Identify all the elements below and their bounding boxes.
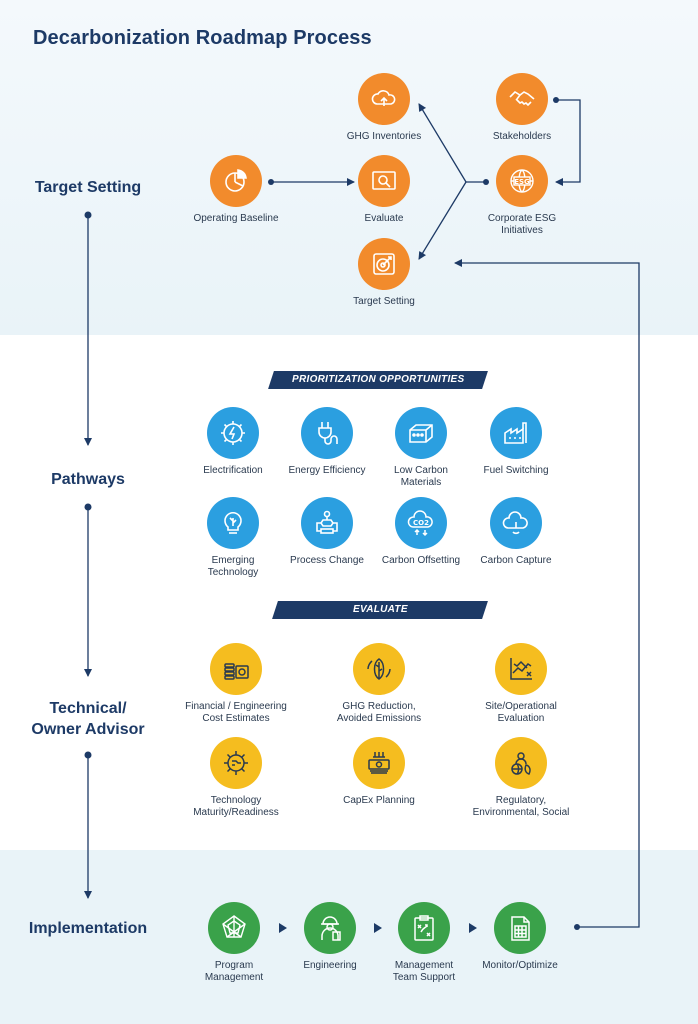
money-stack-icon [353, 737, 405, 789]
evaluate-label: Financial / Engineering Cost Estimates [185, 701, 287, 724]
svg-text:ESG: ESG [514, 178, 530, 186]
implementation-label: Program Management [204, 960, 264, 983]
implementation-label: Management Team Support [392, 960, 456, 983]
implementation-label: Engineering [303, 960, 357, 971]
flow-arrow [555, 99, 581, 186]
pathway-label: Low Carbon Materials [394, 465, 448, 488]
engineer-icon [304, 902, 356, 954]
gear-bolt-icon [207, 407, 259, 459]
evaluate-ghg-reduction: GHG Reduction, Avoided Emissions [319, 643, 439, 725]
banner-label: PRIORITIZATION OPPORTUNITIES [291, 374, 465, 385]
node-label: Corporate ESG Initiatives [487, 213, 557, 236]
evaluate-regulatory: Regulatory, Environmental, Social [461, 737, 581, 819]
node-operating-baseline: Operating Baseline [176, 155, 296, 225]
implementation-monitor-optimize: Monitor/Optimize [460, 902, 580, 972]
feedback-arrow [454, 259, 640, 928]
evaluate-cost-estimates: Financial / Engineering Cost Estimates [176, 643, 296, 725]
pathway-label: Fuel Switching [483, 465, 549, 476]
lightbulb-leaf-icon [207, 497, 259, 549]
factory-icon [490, 407, 542, 459]
node-label: Operating Baseline [193, 213, 279, 224]
flow-arrow [418, 103, 467, 183]
clipboard-strategy-icon [398, 902, 450, 954]
pathway-label: Carbon Capture [480, 555, 552, 566]
evaluate-banner: EVALUATE [272, 601, 488, 619]
node-label: Stakeholders [492, 131, 552, 142]
chevron-right-icon [469, 923, 477, 933]
stage-target-setting: Target Setting [34, 179, 142, 196]
node-corporate-esg: ESG Corporate ESG Initiatives [462, 155, 582, 237]
chevron-right-icon [374, 923, 382, 933]
pathway-label: Emerging Technology [207, 555, 259, 578]
svg-text:CO2: CO2 [413, 519, 429, 527]
evaluate-label: GHG Reduction, Avoided Emissions [336, 701, 422, 724]
flowchart-icon [301, 497, 353, 549]
node-label: Evaluate [364, 213, 404, 224]
evaluate-technology-maturity: Technology Maturity/Readiness [176, 737, 296, 819]
node-label: GHG Inventories [346, 131, 422, 142]
pathway-label: Carbon Offsetting [381, 555, 461, 566]
radar-icon [208, 902, 260, 954]
pathway-low-carbon-materials: Low Carbon Materials [361, 407, 481, 489]
pathway-label: Electrification [203, 465, 263, 476]
node-ghg-inventories: GHG Inventories [324, 73, 444, 143]
people-globe-icon [495, 737, 547, 789]
leaf-cycle-icon [353, 643, 405, 695]
prioritization-banner: PRIORITIZATION OPPORTUNITIES [268, 371, 488, 389]
target-icon [358, 238, 410, 290]
banner-label: EVALUATE [352, 604, 408, 615]
handshake-icon [496, 73, 548, 125]
trend-chart-icon [495, 643, 547, 695]
pathway-electrification: Electrification [173, 407, 293, 477]
node-label: Target Setting [353, 296, 415, 307]
implementation-management-team-support: Management Team Support [364, 902, 484, 984]
pathway-label: Energy Efficiency [288, 465, 366, 476]
pathway-energy-efficiency: Energy Efficiency [267, 407, 387, 477]
evaluate-label: Regulatory, Environmental, Social [472, 795, 570, 818]
pathway-fuel-switching: Fuel Switching [456, 407, 576, 477]
plug-icon [301, 407, 353, 459]
stage-pathways: Pathways [51, 471, 125, 488]
magnify-document-icon [358, 155, 410, 207]
pathway-label: Process Change [290, 555, 364, 566]
co2-icon: CO2 [395, 497, 447, 549]
flow-arrow [418, 181, 467, 260]
evaluate-label: Technology Maturity/Readiness [193, 795, 279, 818]
evaluate-capex-planning: CapEx Planning [319, 737, 439, 807]
pathway-emerging-technology: Emerging Technology [173, 497, 293, 579]
node-evaluate: Evaluate [324, 155, 444, 225]
implementation-program-management: Program Management [174, 902, 294, 984]
cloud-upload-icon [358, 73, 410, 125]
page-title: Decarbonization Roadmap Process [33, 27, 372, 49]
evaluate-label: Site/Operational Evaluation [485, 701, 557, 724]
implementation-engineering: Engineering [270, 902, 390, 972]
pathway-process-change: Process Change [267, 497, 387, 567]
stage-technical-owner-advisor: Technical/ Owner Advisor [31, 700, 145, 738]
stage-implementation: Implementation [28, 920, 148, 937]
node-target-setting: Target Setting [324, 238, 444, 308]
evaluate-site-operational: Site/Operational Evaluation [461, 643, 581, 725]
evaluate-label: CapEx Planning [343, 795, 415, 806]
implementation-label: Monitor/Optimize [482, 960, 558, 971]
chevron-right-icon [279, 923, 287, 933]
gear-circuit-icon [210, 737, 262, 789]
target-setting-band [0, 0, 698, 335]
pie-chart-icon [210, 155, 262, 207]
node-stakeholders: Stakeholders [462, 73, 582, 143]
cloud-capture-icon [490, 497, 542, 549]
coins-icon [210, 643, 262, 695]
pathway-carbon-capture: Carbon Capture [456, 497, 576, 567]
esg-globe-icon: ESG [496, 155, 548, 207]
calculator-doc-icon [494, 902, 546, 954]
materials-block-icon [395, 407, 447, 459]
pathway-carbon-offsetting: CO2 Carbon Offsetting [361, 497, 481, 567]
